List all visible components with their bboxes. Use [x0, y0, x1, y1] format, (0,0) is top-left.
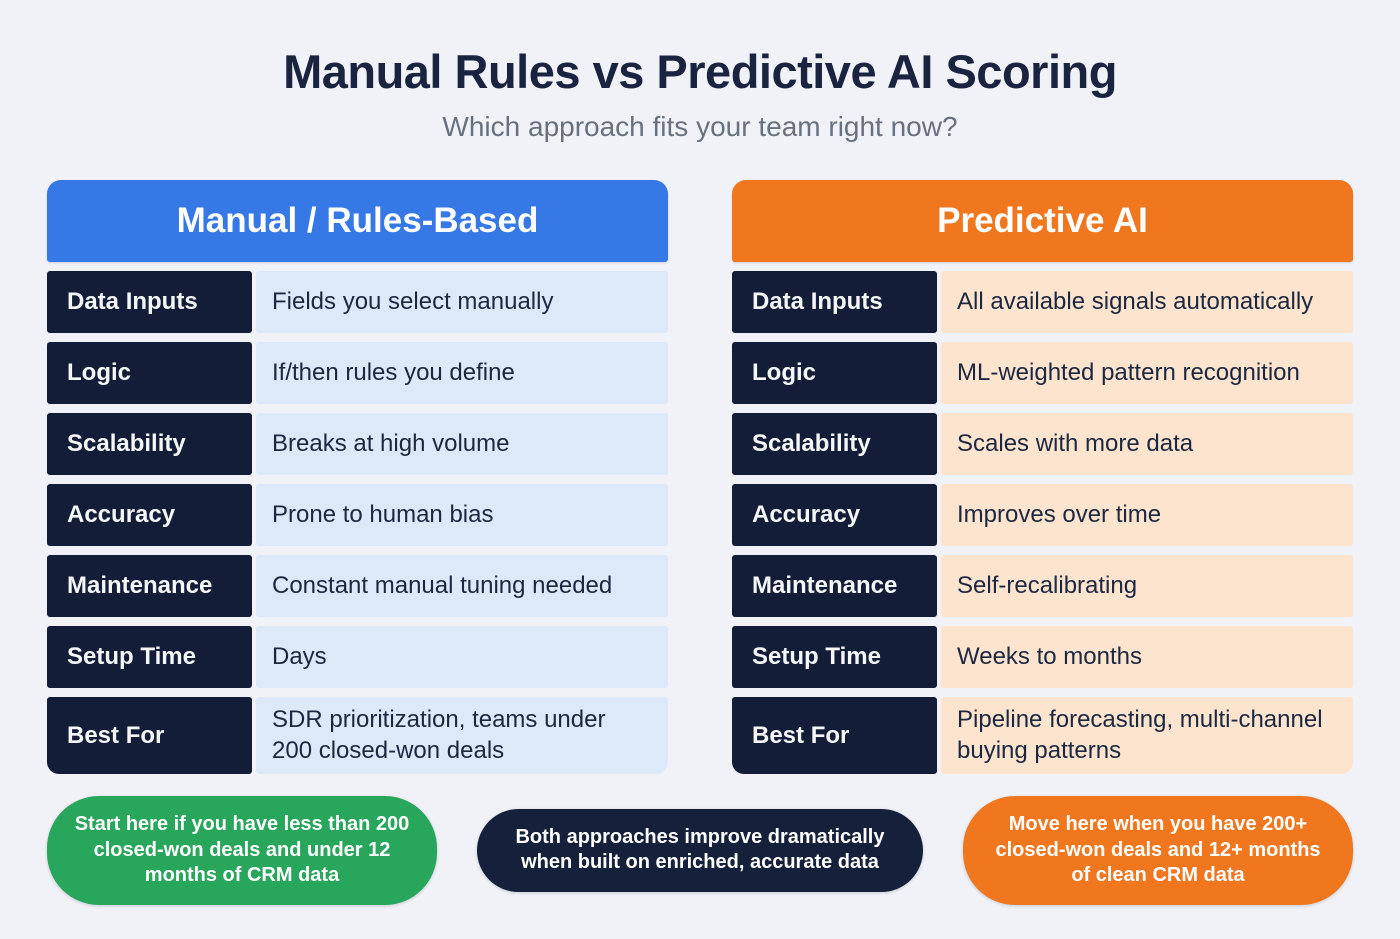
row-value: SDR prioritization, teams under 200 clos…: [256, 697, 668, 774]
manual-rules-header: Manual / Rules-Based: [47, 180, 668, 262]
row-label: Logic: [732, 342, 937, 404]
row-label: Setup Time: [732, 626, 937, 688]
both-approaches-pill: Both approaches improve dramatically whe…: [477, 808, 923, 892]
row-label: Scalability: [47, 413, 252, 475]
row-label: Best For: [732, 697, 937, 774]
row-label: Accuracy: [732, 484, 937, 546]
predictive-ai-header: Predictive AI: [732, 180, 1353, 262]
row-value: Scales with more data: [941, 413, 1353, 475]
row-label: Data Inputs: [47, 271, 252, 333]
row-label: Accuracy: [47, 484, 252, 546]
footer-pills: Start here if you have less than 200 clo…: [47, 796, 1353, 905]
row-value: Improves over time: [941, 484, 1353, 546]
row-label: Maintenance: [732, 555, 937, 617]
row-value: Pipeline forecasting, multi-channel buyi…: [941, 697, 1353, 774]
row-label: Setup Time: [47, 626, 252, 688]
start-here-pill: Start here if you have less than 200 clo…: [47, 796, 437, 905]
row-value: Weeks to months: [941, 626, 1353, 688]
row-label: Maintenance: [47, 555, 252, 617]
row-value: All available signals automatically: [941, 271, 1353, 333]
row-value: Days: [256, 626, 668, 688]
page-subtitle: Which approach fits your team right now?: [442, 111, 958, 142]
move-here-pill: Move here when you have 200+ closed-won …: [963, 796, 1353, 905]
row-label: Data Inputs: [732, 271, 937, 333]
row-label: Logic: [47, 342, 252, 404]
row-value: If/then rules you define: [256, 342, 668, 404]
row-value: Prone to human bias: [256, 484, 668, 546]
row-label: Scalability: [732, 413, 937, 475]
row-value: Self-recalibrating: [941, 555, 1353, 617]
row-label: Best For: [47, 697, 252, 774]
row-value: ML-weighted pattern recognition: [941, 342, 1353, 404]
row-value: Fields you select manually: [256, 271, 668, 333]
page-title: Manual Rules vs Predictive AI Scoring: [283, 45, 1117, 98]
row-value: Constant manual tuning needed: [256, 555, 668, 617]
row-value: Breaks at high volume: [256, 413, 668, 475]
